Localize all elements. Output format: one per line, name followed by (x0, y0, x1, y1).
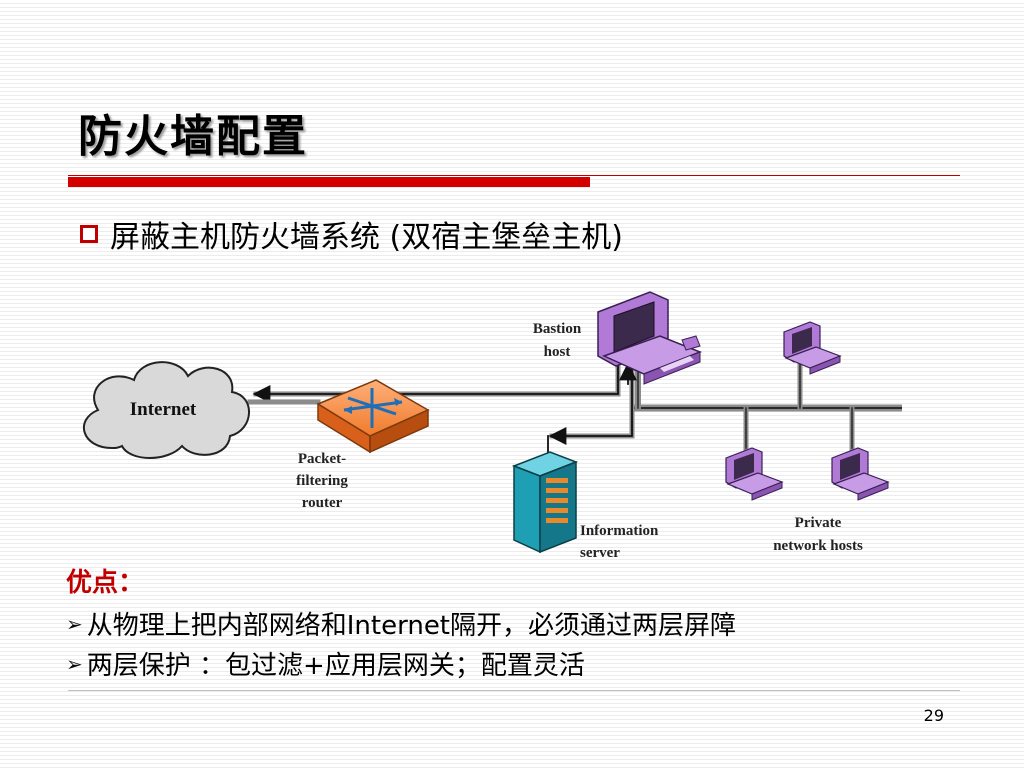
private-label-line-2: network hosts (773, 538, 863, 554)
main-bullet: 屏蔽主机防火墙系统 (双宿主堡垒主机) (80, 212, 623, 256)
bastion-label-line-1: Bastion (533, 321, 582, 337)
internet-cloud-icon: Internet (82, 361, 250, 459)
page-number: 29 (923, 706, 944, 725)
router-label-line-3: router (302, 495, 343, 511)
bastion-label: Bastion host (533, 321, 582, 360)
router-icon (316, 379, 430, 454)
bastion-computer-icon (597, 291, 703, 385)
title-rule-thick (68, 177, 590, 187)
bottom-rule (68, 690, 960, 691)
information-server-icon (511, 451, 579, 554)
private-host-icon (725, 447, 784, 501)
advantage-item: ➢ 两层保护 ：包过滤+应用层网关；配置灵活 (66, 645, 585, 682)
router-label-line-1: Packet- (298, 451, 346, 467)
info-server-label-line-1: Information (580, 523, 659, 539)
private-label-line-1: Private (795, 515, 842, 531)
main-bullet-text: 屏蔽主机防火墙系统 (双宿主堡垒主机) (110, 220, 623, 255)
internet-label: Internet (130, 399, 197, 420)
title-rule-thin (68, 175, 960, 176)
slide-title: 防火墙配置 (78, 111, 308, 162)
hollow-square-bullet-icon (80, 225, 98, 243)
private-host-icon (783, 321, 842, 375)
info-server-label-line-2: server (580, 545, 620, 561)
advantage-item: ➢ 从物理上把内部网络和Internet隔开，必须通过两层屏障 (66, 605, 736, 642)
router-label-line-2: filtering (296, 473, 348, 489)
advantage-text: 从物理上把内部网络和Internet隔开，必须通过两层屏障 (86, 611, 737, 641)
information-server-label: Information server (580, 523, 659, 561)
private-hosts-label: Private network hosts (773, 515, 863, 554)
arrow-bullet-icon: ➢ (66, 651, 83, 676)
advantages-title: 优点： (66, 568, 145, 598)
private-host-icon (831, 447, 890, 501)
advantage-text: 两层保护 ：包过滤+应用层网关；配置灵活 (86, 651, 585, 681)
router-label: Packet- filtering router (296, 451, 348, 511)
arrow-bullet-icon: ➢ (66, 611, 83, 636)
bastion-label-line-2: host (544, 344, 571, 360)
